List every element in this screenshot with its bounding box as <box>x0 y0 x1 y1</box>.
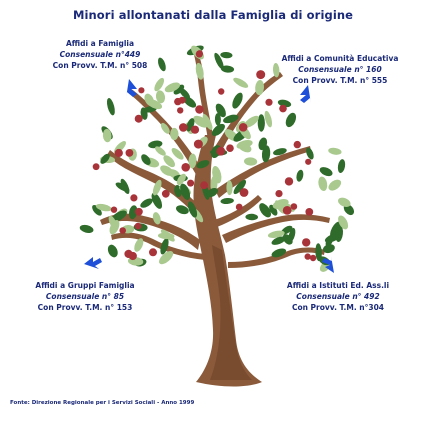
leaf <box>295 169 304 182</box>
fruit <box>125 149 133 157</box>
fruit <box>135 208 143 216</box>
fruit <box>226 144 234 152</box>
fruit <box>195 105 203 113</box>
label-affidi-comunita-name: Affidi a Comunità Educativa <box>260 53 420 64</box>
label-affidi-istituti-consensuale: Consensuale n° 492 <box>258 291 418 302</box>
fruit <box>135 115 143 123</box>
leaf <box>318 165 334 178</box>
leaf <box>79 224 94 235</box>
label-affidi-famiglia-name: Affidi a Famiglia <box>30 38 170 49</box>
fruit <box>194 140 203 149</box>
label-affidi-istituti-provv: Con Provv. T.M. n°304 <box>258 302 418 313</box>
label-affidi-gruppi-name: Affidi a Gruppi Famiglia <box>10 280 160 291</box>
leaf <box>326 177 343 192</box>
leaf <box>245 214 258 221</box>
fruit <box>179 123 188 132</box>
fruit <box>130 194 137 201</box>
label-affidi-famiglia: Affidi a Famiglia Consensuale n°449 Con … <box>30 38 170 71</box>
fruit <box>305 159 311 165</box>
fruit <box>216 147 225 156</box>
fruit <box>218 88 224 94</box>
label-affidi-gruppi-consensuale: Consensuale n° 85 <box>10 291 160 302</box>
arrow-up-left-icon <box>126 79 137 98</box>
arrow-down-left-icon <box>84 257 102 269</box>
fruit <box>302 238 310 246</box>
fruit <box>240 188 249 197</box>
leaf <box>232 76 250 90</box>
fruit <box>291 203 298 210</box>
leaf <box>244 157 258 166</box>
fruit <box>283 206 292 215</box>
fruit <box>191 126 199 134</box>
source-note: Fonte: Direzione Regionale per i Servizi… <box>10 400 194 406</box>
fruit <box>177 107 183 113</box>
fruit <box>196 51 203 58</box>
leaf <box>337 159 346 174</box>
label-affidi-comunita-consensuale: Consensuale n° 160 <box>260 64 420 75</box>
leaf <box>106 243 120 259</box>
leaf <box>317 176 328 192</box>
fruit <box>181 163 190 172</box>
fruit <box>149 248 157 256</box>
label-affidi-gruppi: Affidi a Gruppi Famiglia Consensuale n° … <box>10 280 160 313</box>
fruit <box>179 97 186 104</box>
fruit <box>239 123 248 132</box>
fruit <box>93 163 100 170</box>
label-affidi-comunita-provv: Con Provv. T.M. n° 555 <box>260 75 420 86</box>
fruit <box>236 204 243 211</box>
leaf <box>284 111 298 129</box>
fruit <box>119 227 126 234</box>
fruit <box>162 190 170 198</box>
fruit <box>279 105 287 113</box>
fruit <box>135 223 142 230</box>
label-affidi-istituti-name: Affidi a Istituti Ed. Ass.li <box>258 280 418 291</box>
fruit <box>200 181 208 189</box>
label-affidi-famiglia-consensuale: Consensuale n°449 <box>30 49 170 60</box>
leaf <box>220 198 234 205</box>
fruit <box>275 190 282 197</box>
fruit <box>111 207 117 213</box>
fruit <box>294 141 301 148</box>
fruit <box>310 255 316 261</box>
fruit <box>265 99 272 106</box>
leaf <box>258 114 265 131</box>
leaf <box>220 52 233 59</box>
fruit <box>124 250 132 258</box>
label-affidi-famiglia-provv: Con Provv. T.M. n° 508 <box>30 60 170 71</box>
leaf <box>328 147 342 156</box>
fruit <box>187 180 194 187</box>
tree-trunk <box>100 55 330 387</box>
arrow-up-right-icon <box>300 85 311 104</box>
leaf <box>152 76 166 92</box>
label-affidi-comunita: Affidi a Comunità Educativa Consensuale … <box>260 53 420 86</box>
label-affidi-gruppi-provv: Con Provv. T.M. n° 153 <box>10 302 160 313</box>
fruit <box>115 149 123 157</box>
fruit <box>285 177 293 185</box>
fruit <box>305 208 313 216</box>
fruit <box>305 253 311 259</box>
label-affidi-istituti: Affidi a Istituti Ed. Ass.li Consensuale… <box>258 280 418 313</box>
fruit <box>138 87 144 93</box>
leaf <box>105 97 116 116</box>
